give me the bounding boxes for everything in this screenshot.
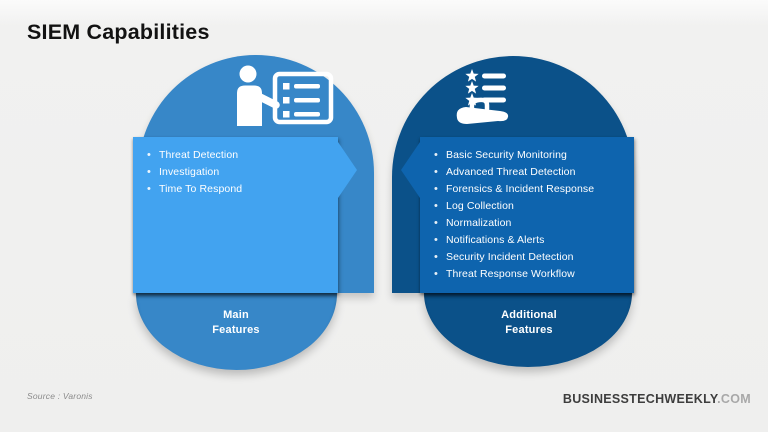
source-note: Source : Varonis bbox=[27, 391, 93, 401]
additional-features-label: Additional Features bbox=[501, 309, 557, 336]
list-item: Basic Security Monitoring bbox=[434, 147, 628, 164]
additional-features-list: Basic Security MonitoringAdvanced Threat… bbox=[420, 137, 634, 283]
main-features-list: Threat DetectionInvestigationTime To Res… bbox=[133, 137, 338, 198]
list-item: Forensics & Incident Response bbox=[434, 181, 628, 198]
list-item: Investigation bbox=[147, 164, 332, 181]
list-item: Security Incident Detection bbox=[434, 249, 628, 266]
brand-name: BUSINESSTECHWEEKLY bbox=[562, 392, 718, 406]
main-features-callout: Threat DetectionInvestigationTime To Res… bbox=[133, 137, 338, 293]
additional-features-callout: Basic Security MonitoringAdvanced Threat… bbox=[420, 137, 634, 293]
list-item: Time To Respond bbox=[147, 181, 332, 198]
list-item: Normalization bbox=[434, 215, 628, 232]
list-item: Threat Response Workflow bbox=[434, 266, 628, 283]
list-item: Notifications & Alerts bbox=[434, 232, 628, 249]
brand-domain: .COM bbox=[717, 392, 751, 406]
page-title: SIEM Capabilities bbox=[27, 20, 210, 44]
list-item: Advanced Threat Detection bbox=[434, 164, 628, 181]
brand-logo: BUSINESSTECHWEEKLY.COM bbox=[563, 392, 751, 406]
list-item: Threat Detection bbox=[147, 147, 332, 164]
presenter-checklist-icon bbox=[237, 65, 334, 126]
main-features-label: Main Features bbox=[212, 309, 260, 336]
list-item: Log Collection bbox=[434, 198, 628, 215]
hand-holding-list-icon bbox=[456, 69, 509, 124]
